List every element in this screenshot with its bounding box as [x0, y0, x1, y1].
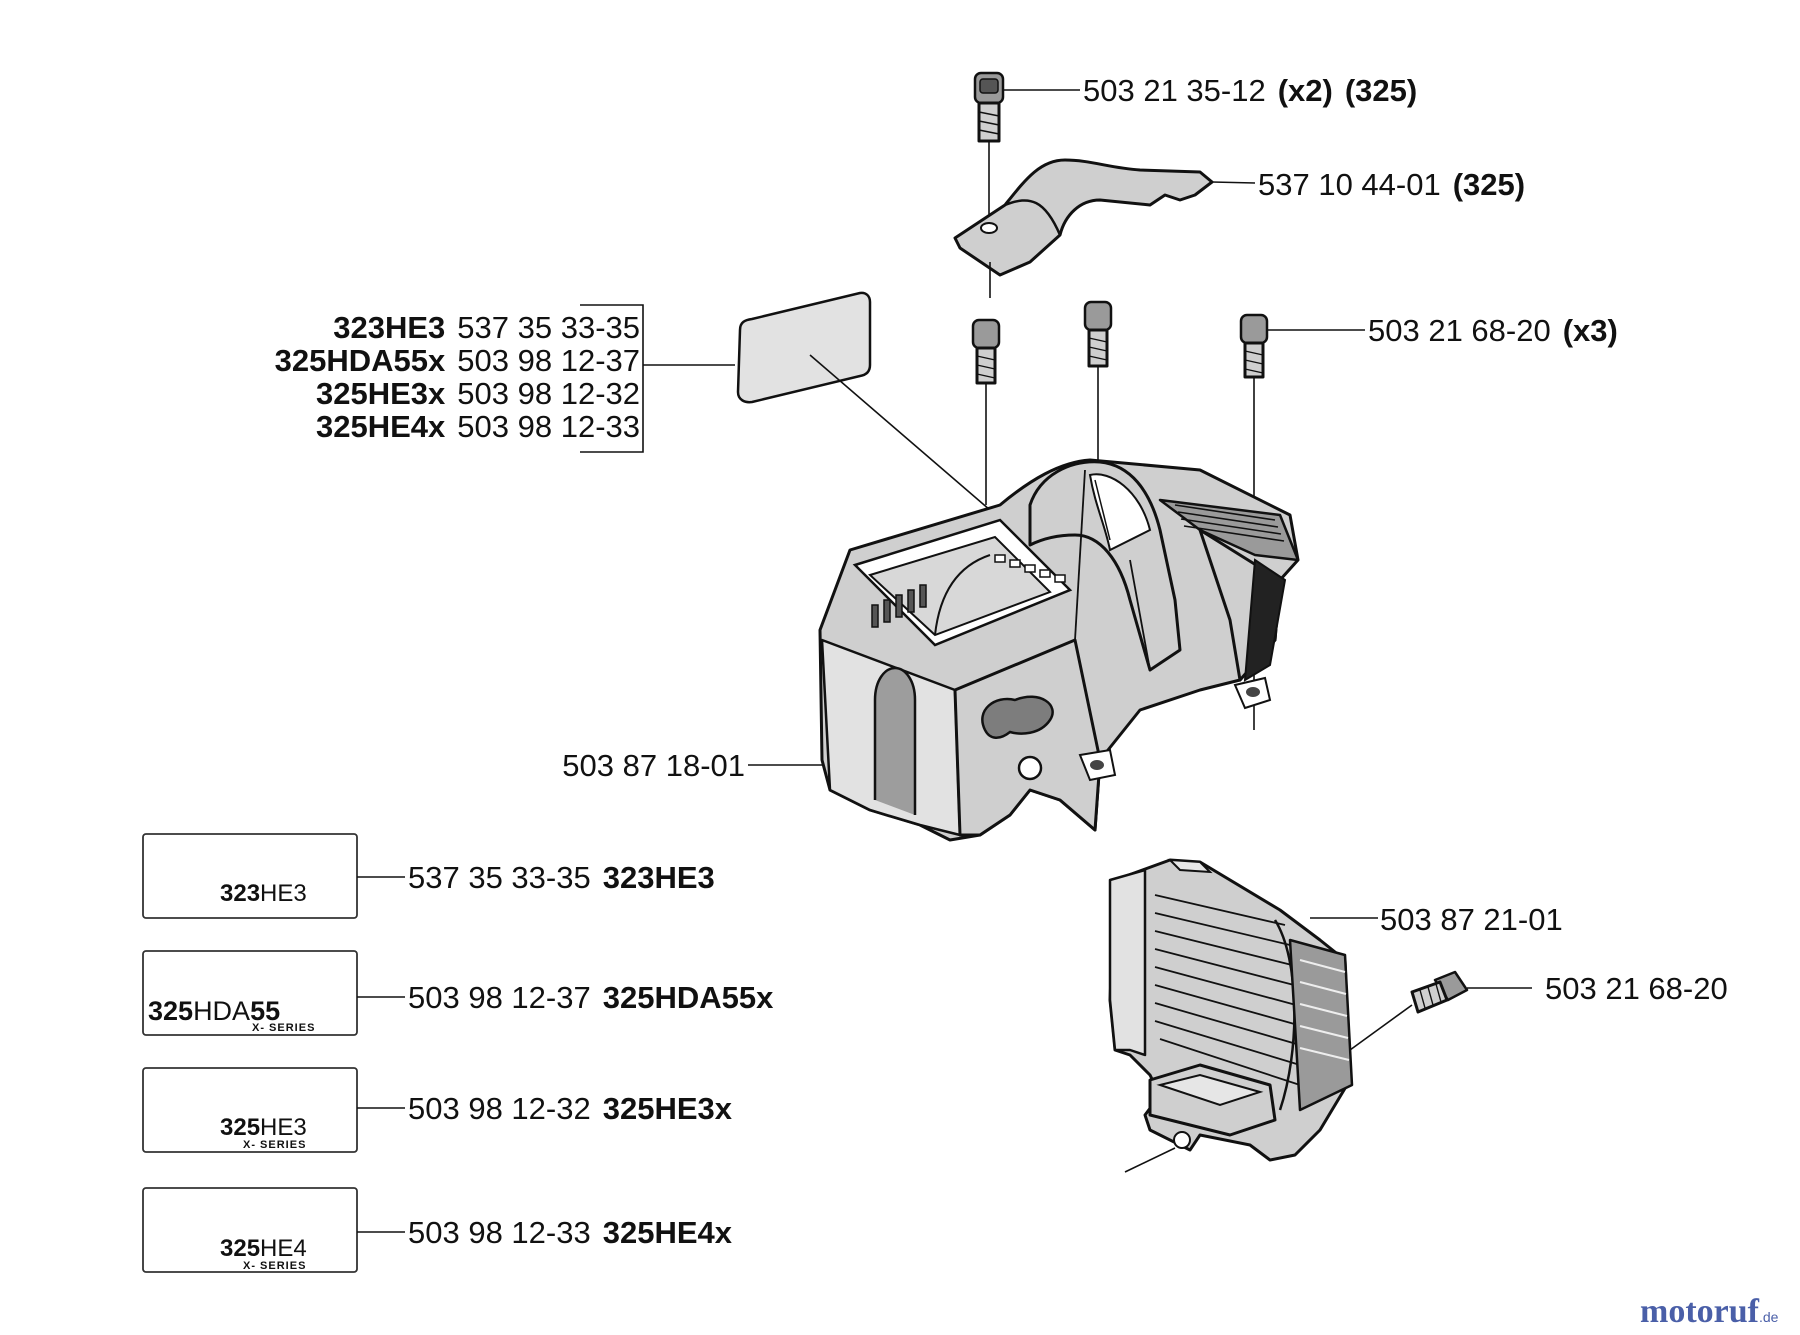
screw-top-part [973, 71, 1005, 143]
callout-screw-top: 503 21 35-12 (x2) (325) [1083, 73, 1417, 108]
screw-1 [971, 318, 1001, 385]
callout-main-cover: 503 87 18-01 [562, 748, 745, 783]
callout-decal-1: 537 35 33-35 323HE3 [408, 860, 715, 895]
decal-1-art: 323HE3 [220, 880, 307, 907]
decal-row-4: 325HE4x 503 98 12-33 [316, 409, 640, 444]
callout-rear-cover: 503 87 21-01 [1380, 902, 1563, 937]
decal-sample-3: 325HE3 X- SERIES [142, 1067, 358, 1153]
decal-2-sub: X- SERIES [252, 1022, 315, 1034]
cover-cap-part [953, 158, 1214, 277]
callout-cover-cap: 537 10 44-01 (325) [1258, 167, 1525, 202]
callout-screws-three: 503 21 68-20 (x3) [1368, 313, 1618, 348]
decal-row-1: 323HE3 537 35 33-35 [333, 310, 640, 345]
decal-table-bracket [580, 304, 644, 453]
decal-row-3: 325HE3x 503 98 12-32 [316, 376, 640, 411]
decal-4-art: 325HE4 [220, 1235, 307, 1262]
watermark: motoruf.de [1640, 1293, 1779, 1330]
callout-side-screw: 503 21 68-20 [1545, 971, 1728, 1006]
decal-table: 323HE3 537 35 33-35 325HDA55x 503 98 12-… [275, 304, 735, 453]
leader-cover-cap [1211, 181, 1256, 184]
decal-sample-2: 325HDA55 X- SERIES [142, 950, 358, 1036]
leader-rear-cover-bottom [1124, 1147, 1176, 1173]
callout-decal-2: 503 98 12-37 325HDA55x [408, 980, 774, 1015]
decal-3-art: 325HE3 [220, 1114, 307, 1141]
rear-cover-part [1108, 858, 1354, 1162]
decal-2-art: 325HDA55 [148, 996, 280, 1026]
leader-side-screw-axis [1349, 1004, 1413, 1051]
callout-decal-4: 503 98 12-33 325HE4x [408, 1215, 733, 1250]
decal-row-2: 325HDA55x 503 98 12-37 [275, 343, 640, 378]
screw-group-three [971, 300, 1269, 385]
side-screw-part [1410, 970, 1469, 1014]
decal-4-sub: X- SERIES [243, 1260, 306, 1272]
main-cover-part [818, 458, 1300, 842]
decal-plate-part [736, 291, 872, 404]
screw-3 [1239, 313, 1269, 379]
decal-sample-4: 325HE4 X- SERIES [142, 1187, 358, 1273]
decal-sample-1: 323HE3 [142, 833, 358, 919]
callout-decal-3: 503 98 12-32 325HE3x [408, 1091, 733, 1126]
screw-2 [1083, 300, 1113, 368]
leader-decal-to-cover [809, 354, 991, 511]
decal-3-sub: X- SERIES [243, 1139, 306, 1151]
